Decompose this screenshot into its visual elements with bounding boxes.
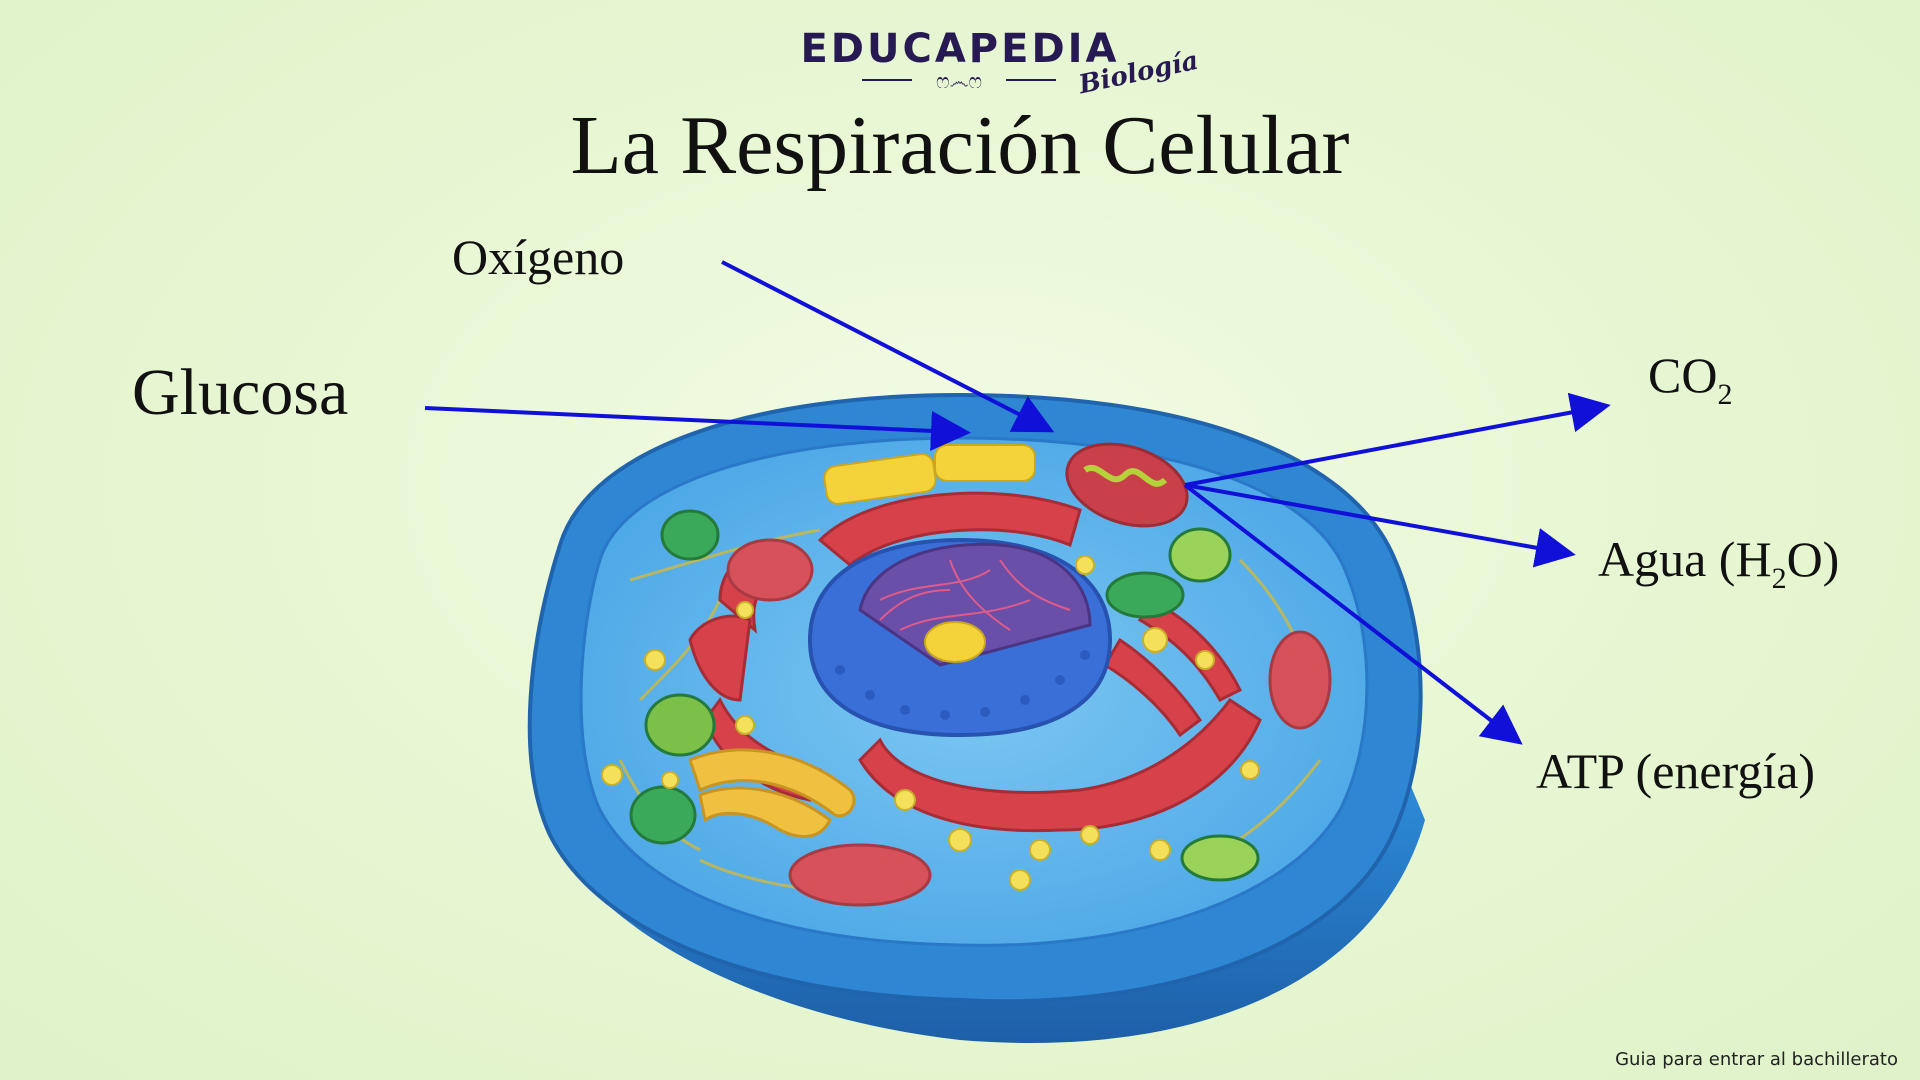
- footer-credit: Guia para entrar al bachillerato: [1615, 1049, 1898, 1070]
- co2-arrow: [1184, 392, 1611, 487]
- co2-main: CO: [1648, 347, 1718, 403]
- atp-arrow: [1183, 483, 1523, 745]
- lysosomes: [629, 509, 1260, 882]
- water-arrow: [1184, 483, 1576, 568]
- glucose-label: Glucosa: [132, 356, 349, 429]
- oxygen-arrow: [721, 260, 1055, 433]
- centrioles: [823, 444, 1036, 505]
- golgi-apparatus: [688, 748, 856, 839]
- atp-label: ATP (energía): [1536, 743, 1816, 799]
- endoplasmic-reticulum: [688, 491, 1262, 833]
- water-label: Agua (H2O): [1598, 534, 1839, 594]
- nucleus: [807, 537, 1113, 738]
- glucose-arrow: [424, 406, 971, 451]
- svg-text:ෆ෴ෆ: ෆ෴ෆ: [936, 69, 982, 93]
- oxygen-label: Oxígeno: [452, 229, 625, 285]
- reaction-arrows: [424, 260, 1611, 745]
- mitochondria: [726, 442, 1332, 907]
- water-pre: Agua (H: [1598, 531, 1772, 587]
- co2-subscript: 2: [1717, 378, 1733, 411]
- brand-divider: ෆ෴ෆ: [862, 69, 1056, 93]
- co2-label: CO2: [1648, 350, 1732, 410]
- water-post: O): [1786, 531, 1840, 587]
- water-subscript: 2: [1771, 562, 1787, 595]
- brand-name: EDUCAPEDIA: [800, 26, 1120, 72]
- vesicles: [601, 555, 1260, 891]
- page-title: La Respiración Celular: [570, 99, 1350, 192]
